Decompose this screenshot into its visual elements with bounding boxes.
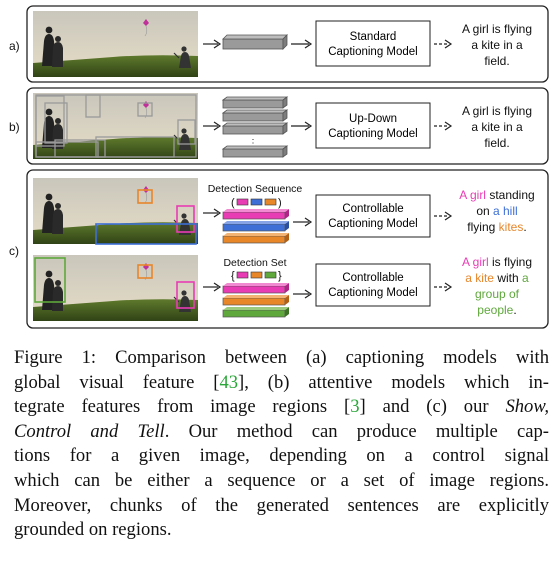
panel-c-row1-model-box: [315, 194, 431, 238]
panel-b-region-features: ⋮: [221, 96, 289, 158]
caption-chunk: a kite: [465, 271, 494, 285]
caption-chunk: people: [477, 303, 513, 317]
caption-line: Figure 1: Comparison between (a) caption…: [14, 346, 549, 371]
panel-b-caption-3: field.: [484, 136, 509, 150]
caption-text: tegrate features from image regions [: [14, 396, 351, 418]
panel-c-row2-control-chips: [236, 271, 277, 279]
panel-c-row1-model-line1: Controllable: [342, 203, 403, 215]
caption-chunk: with: [494, 271, 522, 285]
panel-c-row1-caption-line: A girl standing: [459, 188, 534, 202]
caption-text: Control and Tell: [14, 420, 165, 442]
panel-a-caption-2: a kite in a: [471, 38, 523, 52]
caption-chunk: is flying: [489, 255, 532, 269]
caption-text: global visual feature [: [14, 371, 220, 393]
panel-b-model-line2: Captioning Model: [328, 128, 418, 140]
caption-text: grounded on regions.: [14, 519, 172, 541]
panel-a-label: a): [9, 39, 20, 53]
caption-text: ] and (c) our: [359, 396, 506, 418]
panel-c-frame: [26, 169, 549, 329]
caption-line: Control and Tell. Our method can produce…: [14, 420, 549, 445]
panel-c-row2-features: [222, 283, 289, 318]
caption-chunk: .: [523, 220, 526, 234]
panel-c-row1-girl-box: [176, 205, 195, 233]
panel-b-region-boxes: [35, 94, 197, 158]
panel-c-row2-caption-line: group of: [475, 287, 520, 301]
panel-c-row1-photo: [33, 177, 198, 245]
panel-c-row1-control-chips: [236, 198, 277, 206]
panel-b-frame: [26, 87, 549, 165]
panel-c-row1-bracket-open: (: [231, 197, 235, 209]
caption-text: which can be either a sequence or a set …: [14, 469, 549, 491]
panel-c-row2-caption-line: A girl is flying: [462, 255, 532, 269]
panel-c-row1-model-line2: Captioning Model: [328, 218, 418, 230]
panel-a-caption-1: A girl is flying: [462, 22, 532, 36]
caption-chunk: group of: [475, 287, 520, 301]
caption-text: Show,: [505, 396, 549, 418]
caption-chunk: standing: [486, 188, 535, 202]
panel-c-row1-features: [222, 209, 289, 244]
panel-a-caption-3: field.: [484, 54, 509, 68]
figure-1: a) Standard Captioning Model A girl is f…: [9, 5, 549, 329]
panel-a-model-line1: Standard: [350, 31, 397, 43]
panel-c-row2-caption-line: a kite with a: [465, 271, 529, 285]
panel-b-model-box: [315, 102, 431, 149]
panel-b-caption-2: a kite in a: [471, 120, 523, 134]
panel-c-row1-caption: A girl standing on a hill flying kites.: [459, 188, 534, 234]
panel-a-global-feature: [222, 38, 284, 50]
caption-line: global visual feature [43], (b) attentiv…: [14, 371, 549, 396]
caption-chunk: flying: [467, 220, 498, 234]
caption-chunk: on: [476, 204, 493, 218]
caption-line: tegrate features from image regions [3] …: [14, 395, 549, 420]
figure-caption: Figure 1: Comparison between (a) caption…: [14, 346, 549, 543]
citation-link[interactable]: 3: [350, 396, 360, 418]
panel-c-row2-caption-line: people.: [477, 303, 516, 317]
panel-c-row1-control-title: Detection Sequence: [208, 183, 303, 195]
panel-c-row2-photo: [33, 254, 198, 322]
panel-c-row1-caption-line: flying kites.: [467, 220, 526, 234]
panel-b-ellipsis: ⋮: [248, 138, 258, 149]
caption-text: . Our method can produce multiple cap-: [164, 420, 549, 442]
panel-c-row2-people-box: [34, 257, 66, 303]
caption-chunk: A girl: [462, 255, 489, 269]
panel-c-row2-kite-box: [137, 264, 153, 279]
caption-text: Moreover, chunks of the generated senten…: [14, 494, 549, 516]
caption-chunk: a hill: [493, 204, 518, 218]
caption-chunk: kites: [499, 220, 524, 234]
panel-c-row2-bracket-open: {: [231, 270, 235, 282]
caption-text: tions for a given image, depending on a …: [14, 445, 549, 467]
panel-c-row1-kite-box: [137, 189, 153, 204]
panel-c-row1-caption-line: on a hill: [476, 204, 517, 218]
caption-chunk: a: [522, 271, 529, 285]
caption-line: tions for a given image, depending on a …: [14, 444, 549, 469]
caption-chunk: A girl: [459, 188, 486, 202]
caption-line: which can be either a sequence or a set …: [14, 469, 549, 494]
caption-text: ], (b) attentive models which in-: [238, 371, 549, 393]
panel-b-caption-1: A girl is flying: [462, 104, 532, 118]
panel-a-frame: [26, 5, 549, 83]
panel-c-row2-model-line2: Captioning Model: [328, 287, 418, 299]
panel-c-row2-model-box: [315, 263, 431, 307]
panel-c-row1-bracket-close: ): [278, 197, 282, 209]
panel-a-photo: [33, 11, 198, 77]
caption-text: Figure 1: Comparison between (a) caption…: [14, 347, 549, 368]
panel-a-model-box: [315, 20, 431, 67]
caption-chunk: .: [513, 303, 516, 317]
panel-c: c) Detection Sequence ( ): [9, 169, 549, 329]
panel-c-row2-control-title: Detection Set: [223, 257, 286, 269]
panel-c-row2-bracket-close: }: [278, 270, 282, 282]
panel-c-label: c): [9, 244, 19, 258]
panel-c-row2-girl-box: [176, 281, 195, 309]
panel-c-row1-hill-box: [95, 223, 197, 245]
caption-line: Moreover, chunks of the generated senten…: [14, 494, 549, 519]
panel-a: a) Standard Captioning Model A girl is f…: [9, 5, 549, 83]
citation-link[interactable]: 43: [219, 371, 239, 393]
panel-b: b) ⋮ Up-Down Captioning Model: [9, 87, 549, 165]
panel-b-model-line1: Up-Down: [349, 113, 397, 125]
caption-line: grounded on regions.: [14, 518, 549, 543]
panel-c-row2-model-line1: Controllable: [342, 272, 403, 284]
panel-a-model-line2: Captioning Model: [328, 46, 418, 58]
panel-b-label: b): [9, 120, 20, 134]
